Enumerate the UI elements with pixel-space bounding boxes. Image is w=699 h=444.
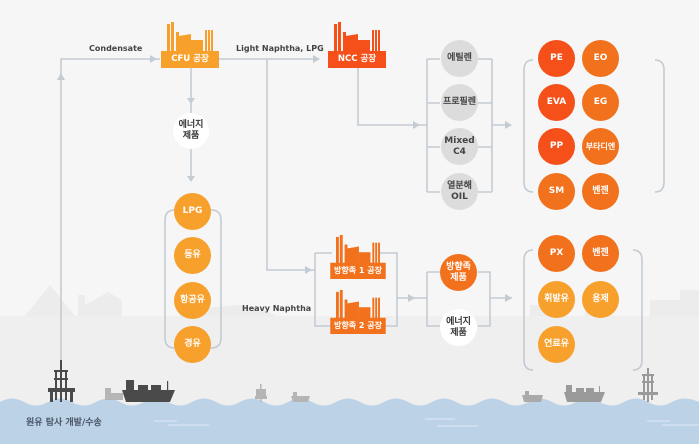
aromatic-product-gasoline[interactable]: 휘발유: [538, 281, 575, 318]
aromatic-plant-2-label: 방향족 2 공장: [334, 321, 382, 330]
ncc-product-eo[interactable]: EO: [582, 40, 619, 77]
distant-oil-rig-icon: [255, 384, 267, 402]
ncc-product-sm[interactable]: SM: [538, 173, 575, 210]
aromatic-plant-1[interactable]: 방향족 1 공장: [330, 235, 386, 279]
oil-rig-icon: [48, 360, 75, 402]
cfu-plant[interactable]: CFU 공장: [161, 22, 219, 68]
sea: [0, 398, 699, 444]
aromatic-product-benzene[interactable]: 벤젠: [582, 235, 619, 272]
intermediate-propylene[interactable]: 프로필렌: [441, 84, 478, 121]
tanker-ship-icon: [122, 380, 175, 402]
flow-arrows: [57, 55, 512, 302]
flow-lines: [60, 58, 512, 385]
ncc-product-pe[interactable]: PE: [538, 40, 575, 77]
ncc-product-eva[interactable]: EVA: [538, 84, 575, 121]
heavy-naphtha-label: Heavy Naphtha: [242, 304, 312, 313]
cfu-product-kerosene[interactable]: 등유: [174, 237, 211, 274]
cfu-product-lpg[interactable]: LPG: [174, 193, 211, 230]
product-brackets: [164, 59, 665, 371]
aromatic-products-node[interactable]: 방향족 제품: [440, 254, 477, 291]
ncc-product-benzene[interactable]: 벤젠: [582, 173, 619, 210]
cfu-product-diesel[interactable]: 경유: [174, 326, 211, 363]
ncc-product-eg[interactable]: EG: [582, 84, 619, 121]
distant-ship-icon-3: [522, 391, 543, 402]
aromatic-plant-1-label: 방향족 1 공장: [334, 266, 382, 275]
distant-ship-icon-2: [291, 392, 310, 402]
intermediate-pyrolysis-oil[interactable]: 열분해 OIL: [441, 173, 478, 210]
distant-ship-icon: [105, 388, 123, 400]
cfu-plant-label: CFU 공장: [171, 54, 209, 64]
factory-icon: [328, 22, 386, 68]
ncc-product-butadiene[interactable]: 부타디엔: [582, 128, 619, 165]
cfu-energy-products-node[interactable]: 에너지 제품: [173, 113, 209, 149]
light-naphtha-label: Light Naphtha, LPG: [236, 44, 324, 53]
ncc-plant[interactable]: NCC 공장: [328, 22, 386, 68]
condensate-label: Condensate: [89, 44, 143, 53]
aromatic-plant-2[interactable]: 방향족 2 공장: [330, 290, 386, 334]
crude-exploration-label: 원유 탐사 개발/수송: [26, 418, 102, 428]
factory-icon: [161, 22, 219, 68]
ncc-plant-label: NCC 공장: [337, 54, 377, 64]
intermediate-ethylene[interactable]: 에틸렌: [441, 40, 478, 77]
aromatic-product-fuel-oil[interactable]: 연료유: [538, 326, 575, 363]
factory-icon: [330, 235, 386, 279]
oil-rig-icon-right: [638, 368, 658, 402]
aromatic-product-solvent[interactable]: 용제: [582, 281, 619, 318]
sea-ripples: [154, 418, 699, 427]
aromatic-energy-products-node[interactable]: 에너지 제품: [440, 309, 477, 346]
intermediate-mixed-c4[interactable]: Mixed C4: [441, 128, 478, 165]
ncc-product-pp[interactable]: PP: [538, 128, 575, 165]
cargo-ship-icon: [564, 385, 605, 402]
aromatic-product-px[interactable]: PX: [538, 235, 575, 272]
cfu-product-jet-fuel[interactable]: 항공유: [174, 282, 211, 319]
factory-icon: [330, 290, 386, 334]
